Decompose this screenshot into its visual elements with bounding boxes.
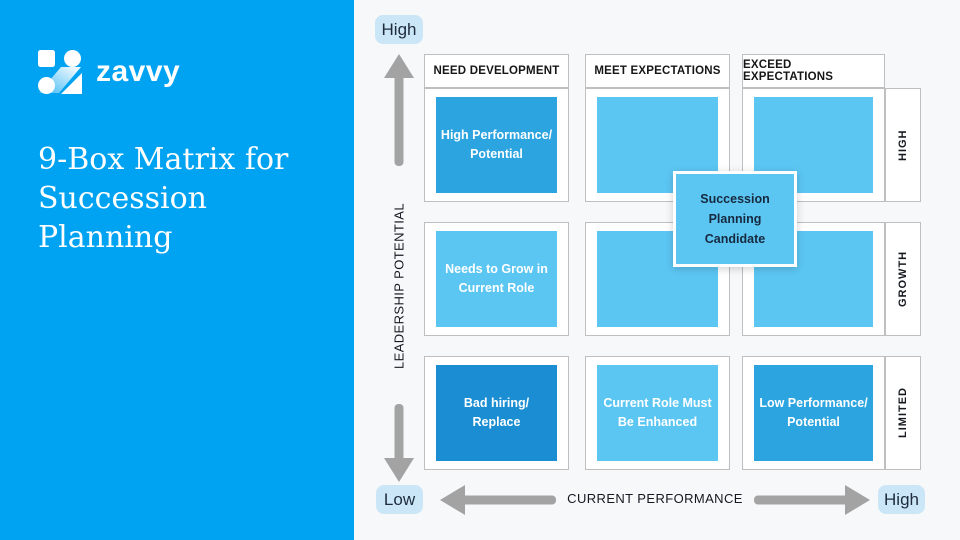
- row-label-growth: GROWTH: [885, 222, 921, 336]
- matrix-cell-r3c3: Low Performance/ Potential: [742, 356, 885, 470]
- cell-text: High Performance/ Potential: [436, 97, 557, 193]
- matrix-cell-r3c2: Current Role Must Be Enhanced: [585, 356, 730, 470]
- cell-text: Needs to Grow in Current Role: [436, 231, 557, 327]
- column-header-exceed-expectations: EXCEED EXPECTATIONS: [742, 54, 885, 88]
- zavvy-logo-icon: [38, 50, 82, 94]
- left-arrow-icon: [440, 485, 558, 515]
- column-header-meet-expectations: MEET EXPECTATIONS: [585, 54, 730, 88]
- x-axis-title: CURRENT PERFORMANCE: [567, 491, 743, 506]
- matrix-cell-r3c1: Bad hiring/ Replace: [424, 356, 569, 470]
- matrix-cell-r1c3: [742, 88, 885, 202]
- column-header-need-development: NEED DEVELOPMENT: [424, 54, 569, 88]
- matrix-cell-r1c1: High Performance/ Potential: [424, 88, 569, 202]
- cell-text: Current Role Must Be Enhanced: [597, 365, 718, 461]
- matrix-cell-r2c3: [742, 222, 885, 336]
- logo-wordmark: zavvy: [96, 55, 181, 88]
- down-arrow-icon: [384, 400, 414, 482]
- row-label-high: HIGH: [885, 88, 921, 202]
- y-axis-title: LEADERSHIP POTENTIAL: [391, 203, 407, 369]
- brand-panel: zavvy 9-Box Matrix for Succession Planni…: [0, 0, 354, 540]
- page-title: 9-Box Matrix for Succession Planning: [38, 142, 289, 255]
- up-arrow-icon: [384, 54, 414, 170]
- succession-planning-candidate-callout: Succession Planning Candidate: [673, 171, 797, 267]
- x-axis-low-badge: Low: [376, 485, 423, 514]
- cell-text: Bad hiring/ Replace: [436, 365, 557, 461]
- row-label-limited: LIMITED: [885, 356, 921, 470]
- cell-text: Low Performance/ Potential: [754, 365, 873, 461]
- y-axis-high-badge: High: [375, 15, 423, 44]
- x-axis-high-badge: High: [878, 485, 925, 514]
- matrix-cell-r2c1: Needs to Grow in Current Role: [424, 222, 569, 336]
- brand-logo: zavvy: [38, 50, 180, 94]
- right-arrow-icon: [752, 485, 870, 515]
